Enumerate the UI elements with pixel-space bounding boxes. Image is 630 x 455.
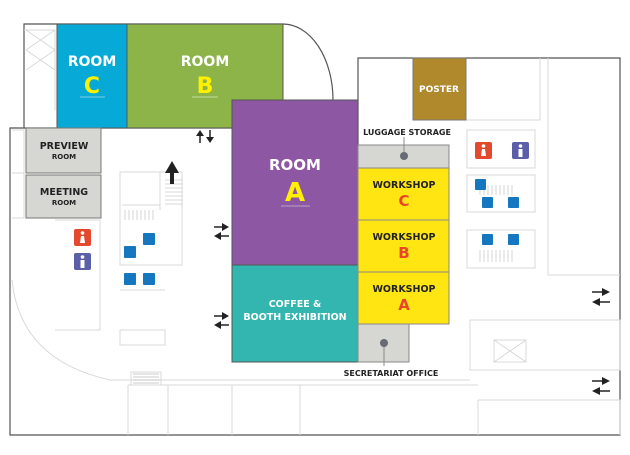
up-down-arrow-icon [196,130,214,143]
meeting-room-label: MEETING [40,187,88,198]
workshop-a-label: WORKSHOP [372,284,435,295]
elevator-icon [482,197,493,208]
elevator-icon [124,246,136,258]
room-a-label: ROOM [269,156,321,174]
poster-label: POSTER [419,85,459,95]
preview-room[interactable]: PREVIEW ROOM [25,127,102,174]
workshop-c-letter: C [398,192,409,210]
workshop-b[interactable]: WORKSHOP B [357,219,450,273]
luggage-storage[interactable]: LUGGAGE STORAGE [357,128,451,169]
workshop-a[interactable]: WORKSHOP A [357,271,450,325]
preview-room-sublabel: ROOM [52,153,76,161]
preview-room-label: PREVIEW [40,141,89,152]
room-c[interactable]: ROOM C [56,23,128,129]
meeting-room-sublabel: ROOM [52,199,76,207]
coffee-label-line2: BOOTH EXHIBITION [243,312,346,323]
coffee-label-line1: COFFEE & [269,299,322,310]
elevator-icon [475,179,486,190]
secretariat-office-label: SECRETARIAT OFFICE [344,369,439,378]
room-a-letter: A [285,178,305,208]
elevator-icon [124,273,136,285]
entrance-arrows-icon [592,288,610,306]
building-walls [9,23,621,436]
room-a[interactable]: ROOM A [231,99,359,266]
workshop-c[interactable]: WORKSHOP C [357,167,450,221]
elevator-icon [508,234,519,245]
room-c-label: ROOM [68,54,117,70]
workshop-b-letter: B [398,244,409,262]
elevator-icon [508,197,519,208]
room-c-letter: C [84,74,100,99]
secretariat-marker-icon [380,339,388,347]
female-restroom-icon [74,229,91,246]
room-b-label: ROOM [181,54,230,70]
male-restroom-icon [512,142,529,159]
workshop-a-letter: A [398,296,410,314]
elevator-icon [143,273,155,285]
entrance-arrows-icon [592,377,610,395]
male-restroom-icon [74,253,91,270]
meeting-room[interactable]: MEETING ROOM [25,174,102,219]
luggage-marker-icon [400,152,408,160]
up-arrow-icon [165,161,179,184]
entrance-arrows-icon [214,223,229,240]
secretariat-office[interactable]: SECRETARIAT OFFICE [344,323,439,378]
workshop-c-label: WORKSHOP [372,180,435,191]
luggage-storage-label: LUGGAGE STORAGE [363,128,451,137]
entrance-arrows-icon [214,312,229,329]
elevator-icon [482,234,493,245]
female-restroom-icon [475,142,492,159]
poster-area[interactable]: POSTER [412,57,467,121]
room-b-letter: B [197,74,214,99]
coffee-booth-exhibition[interactable]: COFFEE & BOOTH EXHIBITION [231,264,359,363]
elevator-icon [143,233,155,245]
workshop-b-label: WORKSHOP [372,232,435,243]
